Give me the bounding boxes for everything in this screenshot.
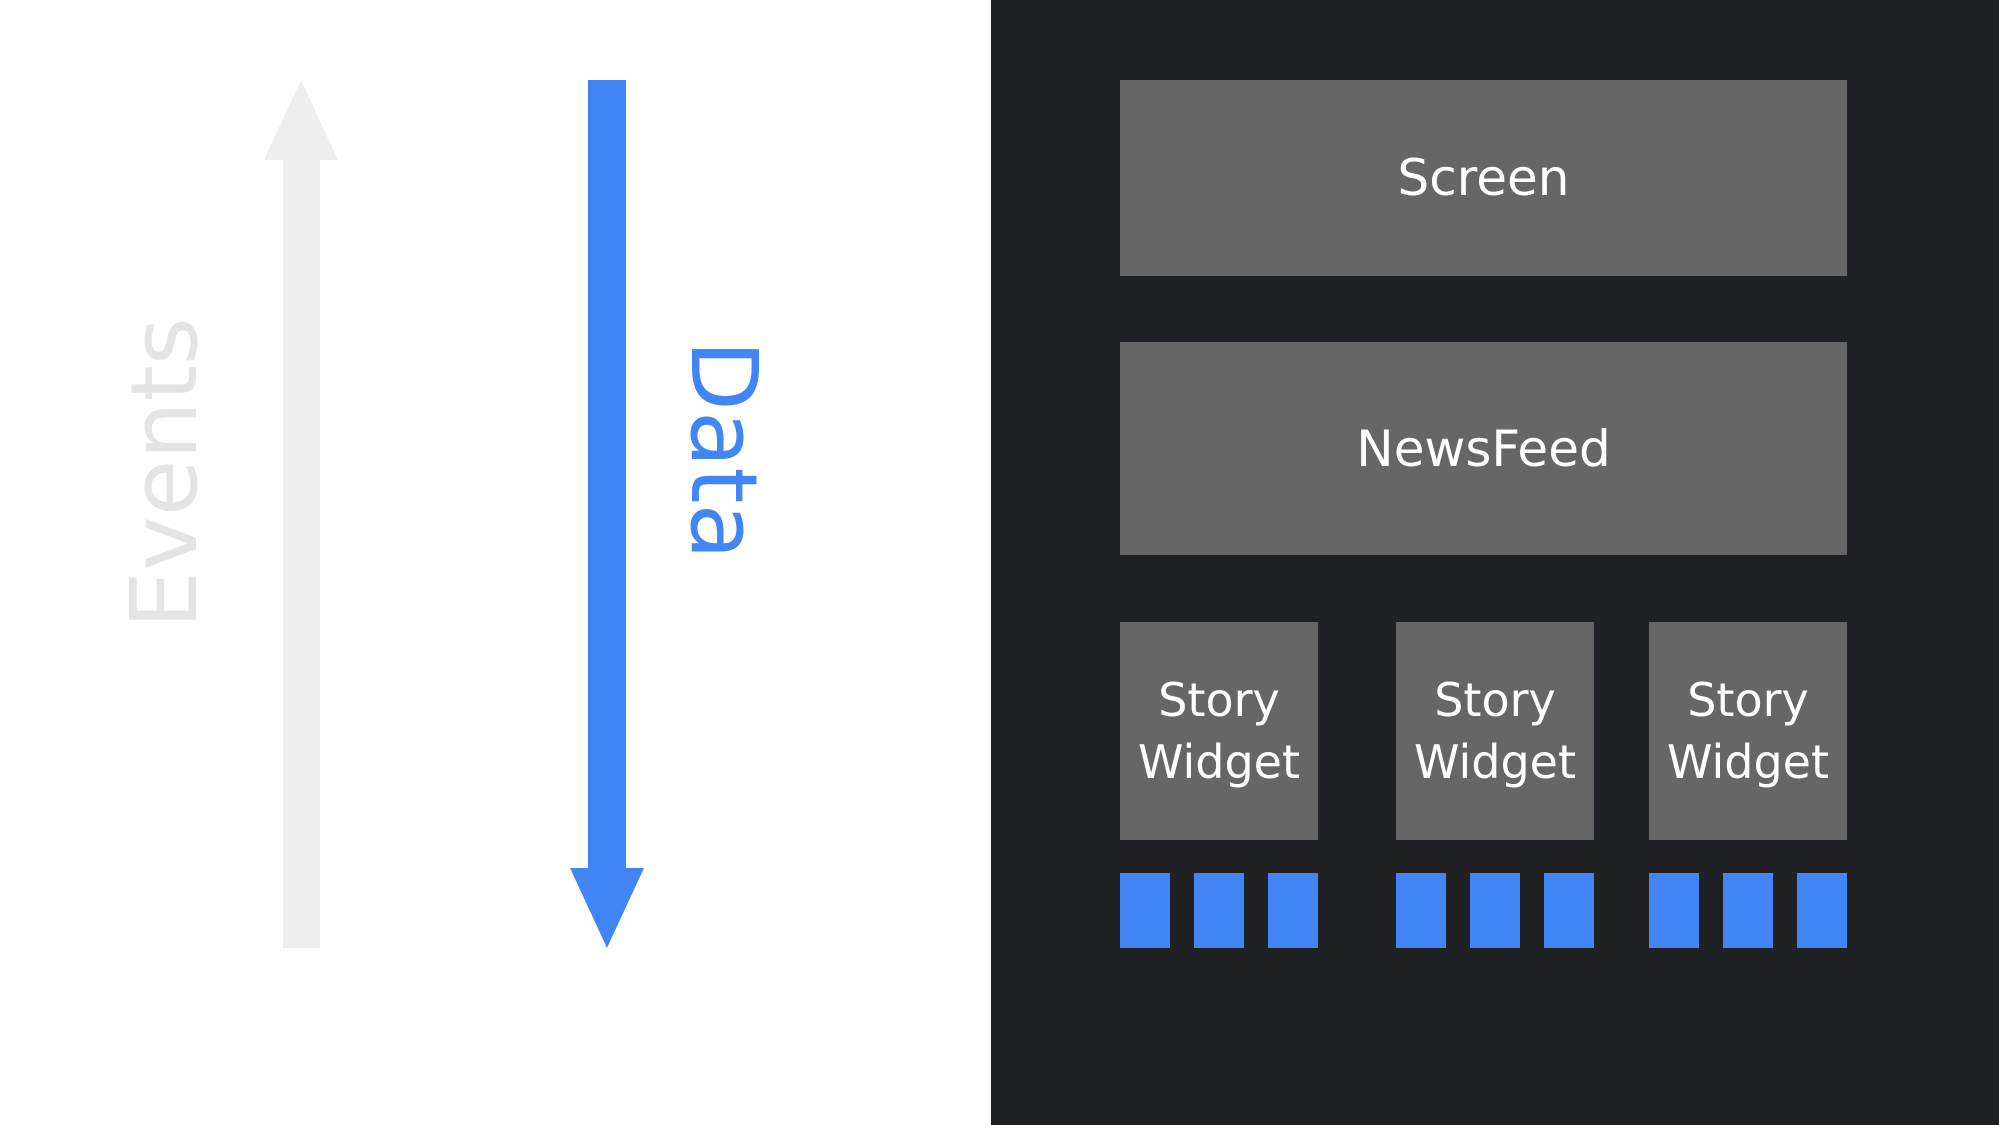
screen-node-label: Screen <box>1397 149 1570 207</box>
data-arrow-head <box>570 868 644 948</box>
events-arrow-shaft <box>283 158 320 948</box>
leaf-widget <box>1544 873 1594 948</box>
leaf-widget <box>1723 873 1773 948</box>
screen-node: Screen <box>1120 80 1847 276</box>
leaf-widget <box>1120 873 1170 948</box>
story-widget-label-line1: Story <box>1687 673 1809 727</box>
data-arrow-shaft <box>588 80 626 870</box>
leaf-widget <box>1268 873 1318 948</box>
newsfeed-node-label: NewsFeed <box>1356 419 1611 478</box>
story-widget-label-line2: Widget <box>1667 735 1829 789</box>
story-widget-node: Story Widget <box>1396 622 1594 840</box>
leaf-widget <box>1194 873 1244 948</box>
leaf-widget <box>1649 873 1699 948</box>
data-arrow-down <box>570 80 644 948</box>
leaf-widget <box>1396 873 1446 948</box>
leaf-widget <box>1797 873 1847 948</box>
story-widget-label-line2: Widget <box>1414 735 1576 789</box>
events-label: Events <box>111 317 218 629</box>
newsfeed-node: NewsFeed <box>1120 342 1847 555</box>
story-widget-label-line1: Story <box>1158 673 1280 727</box>
story-widget-label-line2: Widget <box>1138 735 1300 789</box>
flow-arrows <box>264 80 644 948</box>
data-label: Data <box>670 340 777 560</box>
events-arrow-head <box>264 80 338 160</box>
leaf-widget <box>1470 873 1520 948</box>
story-widget-label-line1: Story <box>1434 673 1556 727</box>
events-arrow-up <box>264 80 338 948</box>
story-widget-node: Story Widget <box>1120 622 1318 840</box>
story-widget-node: Story Widget <box>1649 622 1847 840</box>
